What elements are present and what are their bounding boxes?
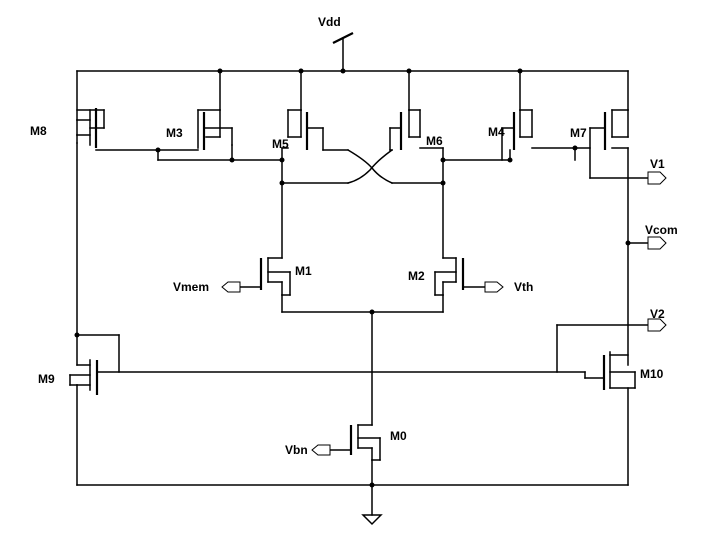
- pmos-m6: [389, 70, 511, 259]
- nmos-m1: [221, 257, 444, 315]
- vmem-label: Vmem: [173, 280, 209, 294]
- vcom-label: Vcom: [645, 223, 678, 237]
- ground-icon: [361, 514, 383, 526]
- vdd-label: Vdd: [318, 15, 341, 29]
- m1-label: M1: [295, 264, 312, 278]
- nmos-m2: [434, 257, 504, 313]
- m0-label: M0: [390, 429, 407, 443]
- m3-label: M3: [166, 126, 183, 140]
- v1-port: [647, 171, 667, 185]
- vbn-label: Vbn: [285, 443, 308, 457]
- cross-coupled-wires: [279, 148, 446, 186]
- pmos-m4: [501, 70, 578, 163]
- m2-label: M2: [408, 269, 425, 283]
- pmos-m5: [231, 70, 349, 259]
- vcom-port: [627, 236, 667, 250]
- nmos-m9: [69, 332, 586, 486]
- v2-label: V2: [650, 307, 665, 321]
- v2-port: [556, 318, 667, 332]
- pmos-m3: [155, 70, 235, 163]
- m8-label: M8: [30, 124, 47, 138]
- nmos-m0: [311, 311, 381, 516]
- nmos-m10: [556, 324, 636, 486]
- pmos-m7: [574, 70, 649, 366]
- v1-label: V1: [650, 157, 665, 171]
- m5-label: M5: [272, 137, 289, 151]
- m4-label: M4: [488, 125, 505, 139]
- m10-label: M10: [640, 367, 664, 381]
- pmos-m8: [76, 70, 159, 336]
- vdd-supply: [76, 32, 629, 74]
- m7-label: M7: [570, 126, 587, 140]
- vth-label: Vth: [514, 280, 533, 294]
- m9-label: M9: [38, 372, 55, 386]
- m6-label: M6: [426, 134, 443, 148]
